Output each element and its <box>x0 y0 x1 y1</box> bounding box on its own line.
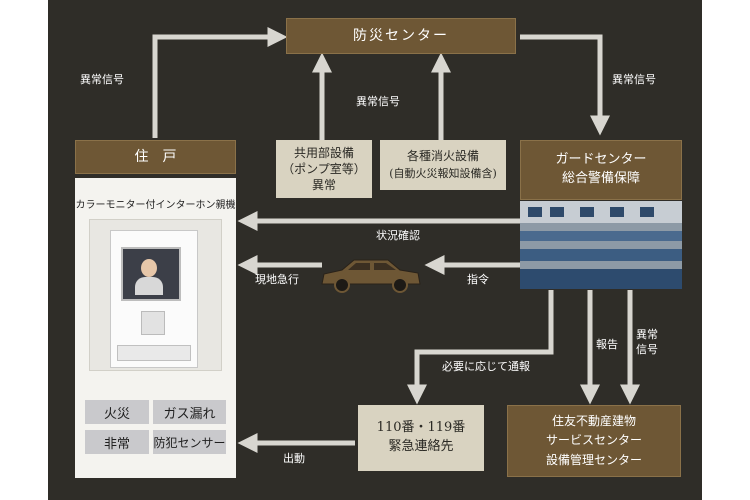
label-hitsuyo: 必要に応じて通報 <box>442 360 530 373</box>
screen-face-icon <box>141 259 157 277</box>
label-shutsudo: 出動 <box>283 452 305 465</box>
arrow-sumai-to-bosai <box>152 27 288 138</box>
node-kyoyo: 共用部設備 （ポンプ室等） 異常 <box>276 140 372 198</box>
device-buttons-icon <box>117 345 191 361</box>
node-shoka-line1: 各種消火設備 <box>406 149 479 164</box>
sensor-gas: ガス漏れ <box>153 400 226 424</box>
node-guard: ガードセンター 総合警備保障 <box>520 140 682 200</box>
label-ijo-left: 異常信号 <box>80 73 124 86</box>
node-guard-line2: 総合警備保障 <box>561 171 640 186</box>
arrow-hitsuyo <box>407 290 554 405</box>
node-emergency-line1: 110番・119番 <box>376 420 466 436</box>
node-sumitomo: 住友不動産建物 サービスセンター 設備管理センター <box>507 405 681 477</box>
node-bosai-label: 防災センター <box>353 27 449 44</box>
sensor-hijo-label: 非常 <box>103 436 130 452</box>
node-emergency-line2: 緊急連絡先 <box>388 439 454 454</box>
node-sumai-label: 住 戸 <box>134 148 177 165</box>
node-sumitomo-line1: 住友不動産建物 <box>551 414 636 429</box>
sensor-gas-label: ガス漏れ <box>163 406 216 422</box>
node-guard-line1: ガードセンター <box>555 152 647 168</box>
node-emergency: 110番・119番 緊急連絡先 <box>358 405 484 471</box>
intercom-title: カラーモニター付インターホン親機 <box>75 200 236 211</box>
sensor-bohan: 防犯センサー <box>153 430 226 454</box>
intercom-photo <box>89 219 222 371</box>
intercom-screen <box>121 247 181 301</box>
node-kyoyo-line2: （ポンプ室等） <box>282 161 366 176</box>
screen-body-icon <box>135 277 163 295</box>
label-hokoku: 報告 <box>596 338 618 351</box>
label-ijo-vert-2: 信号 <box>636 343 658 356</box>
node-sumitomo-line3: 設備管理センター <box>545 452 642 467</box>
node-sumai: 住 戸 <box>75 140 236 174</box>
node-shoka: 各種消火設備 (自動火災報知設備含) <box>380 140 506 190</box>
intercom-panel: カラーモニター付インターホン親機 火災 ガス漏れ 非常 防犯センサー <box>75 178 236 478</box>
arrow-bosai-to-guard <box>520 34 610 136</box>
node-bosai-center: 防災センター <box>286 18 516 54</box>
label-ijo-right: 異常信号 <box>612 73 656 86</box>
label-genchi: 現地急行 <box>255 273 299 286</box>
node-sumitomo-line2: サービスセンター <box>545 433 642 448</box>
control-room-photo <box>520 201 682 289</box>
label-ijo-mid: 異常信号 <box>356 95 400 108</box>
label-jokyo: 状況確認 <box>376 229 420 242</box>
label-ijo-vert-1: 異常 <box>636 328 658 341</box>
sensor-hijo: 非常 <box>85 430 149 454</box>
sensor-kasai-label: 火災 <box>103 406 130 422</box>
sensor-kasai: 火災 <box>85 400 149 424</box>
node-kyoyo-line3: 異常 <box>311 178 336 193</box>
speaker-grille-icon <box>141 311 165 335</box>
node-shoka-line2: (自動火災報知設備含) <box>389 166 497 180</box>
intercom-device <box>110 230 198 368</box>
node-kyoyo-line1: 共用部設備 <box>293 145 354 160</box>
patrol-car-icon <box>321 259 421 293</box>
label-shirei: 指令 <box>467 273 489 286</box>
sensor-bohan-label: 防犯センサー <box>153 435 226 450</box>
